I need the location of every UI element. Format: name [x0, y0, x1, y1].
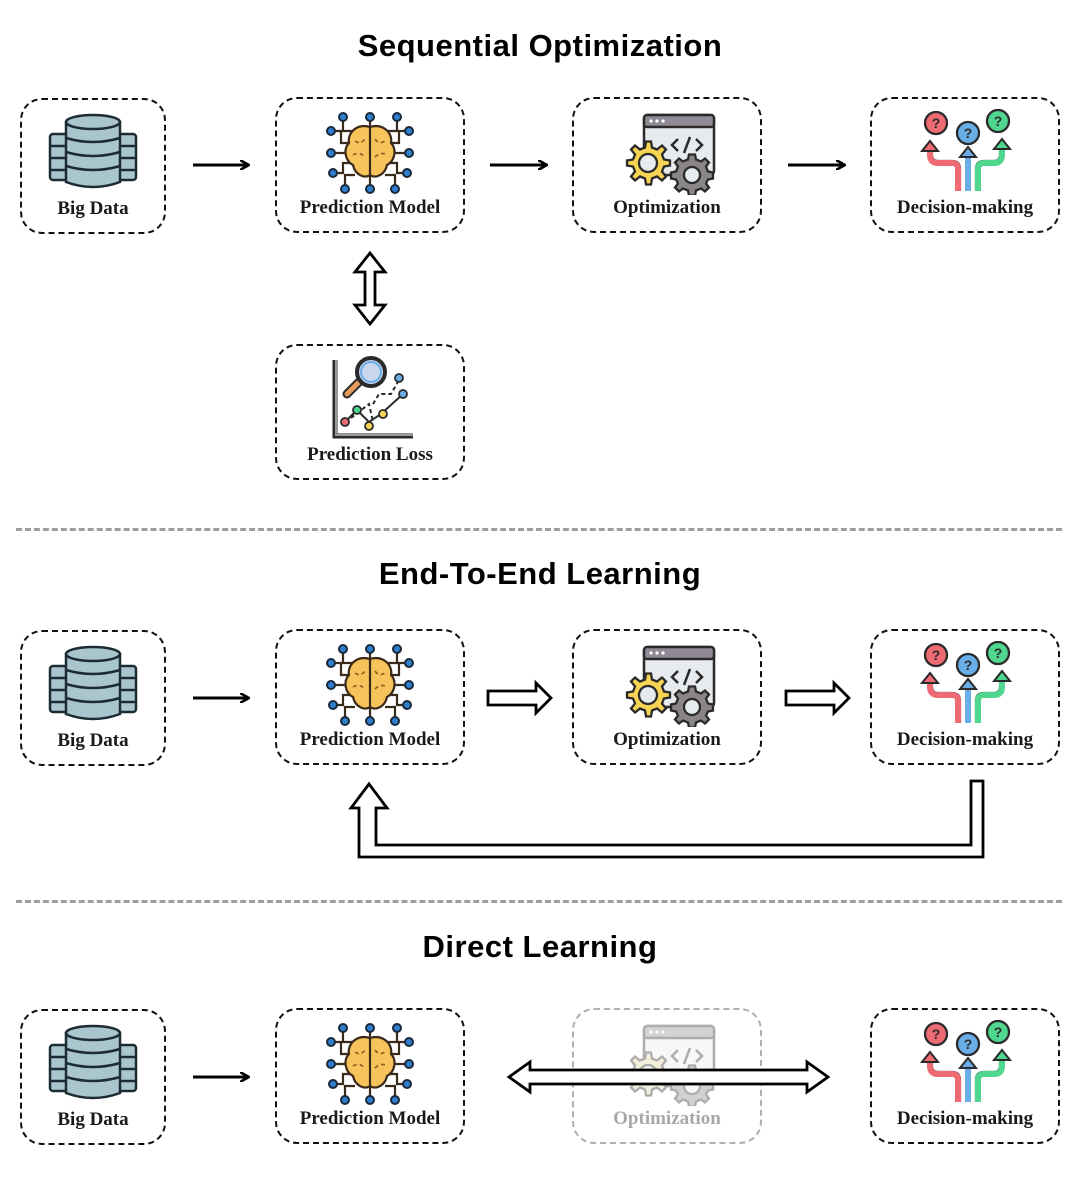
node-label: Decision-making — [896, 1108, 1034, 1129]
hollow-arrow-optimization-to-decision — [784, 679, 851, 717]
node-label: Optimization — [613, 729, 721, 750]
code-window-gears-icon — [625, 645, 716, 727]
question-branches-icon — [916, 1020, 1014, 1106]
section-title-sequential-optimization: Sequential Optimization — [357, 28, 723, 63]
node-prediction-model: Prediction Model — [275, 97, 465, 233]
node-prediction-model: Prediction Model — [275, 1008, 465, 1144]
node-optimization: Optimization — [572, 629, 762, 765]
node-prediction-model: Prediction Model — [275, 629, 465, 765]
section-title-direct-learning: Direct Learning — [422, 929, 658, 964]
node-big-data: Big Data — [20, 630, 166, 766]
brain-circuit-icon — [325, 643, 415, 727]
double-arrow-model-loss — [352, 250, 388, 327]
code-window-gears-icon — [625, 1024, 716, 1106]
feedback-arrow-decision-to-model — [348, 779, 985, 859]
node-label: Prediction Loss — [307, 444, 433, 465]
node-label: Decision-making — [896, 729, 1034, 750]
database-icon — [48, 113, 138, 189]
node-optimization: Optimization — [572, 97, 762, 233]
brain-circuit-icon — [325, 1022, 415, 1106]
question-branches-icon — [916, 109, 1014, 195]
node-label: Big Data — [57, 1109, 129, 1130]
node-label: Optimization — [613, 197, 721, 218]
node-big-data: Big Data — [20, 1009, 166, 1145]
node-label: Big Data — [57, 730, 129, 751]
node-label: Decision-making — [896, 197, 1034, 218]
node-optimization-faded: Optimization — [572, 1008, 762, 1144]
section-title-end-to-end-learning: End-To-End Learning — [378, 556, 702, 591]
brain-circuit-icon — [325, 111, 415, 195]
node-prediction-loss: Prediction Loss — [275, 344, 465, 480]
node-label: Optimization — [613, 1108, 721, 1129]
database-icon — [48, 645, 138, 721]
node-label: Prediction Model — [299, 729, 441, 750]
chart-magnifier-icon — [321, 356, 419, 442]
node-label: Prediction Model — [299, 1108, 441, 1129]
section-separator — [16, 528, 1062, 531]
question-branches-icon — [916, 641, 1014, 727]
section-separator — [16, 900, 1062, 903]
node-big-data: Big Data — [20, 98, 166, 234]
database-icon — [48, 1024, 138, 1100]
node-decision-making: Decision-making — [870, 97, 1060, 233]
hollow-arrow-model-to-optimization — [486, 679, 553, 717]
node-decision-making: Decision-making — [870, 629, 1060, 765]
node-decision-making: Decision-making — [870, 1008, 1060, 1144]
node-label: Prediction Model — [299, 197, 441, 218]
node-label: Big Data — [57, 198, 129, 219]
code-window-gears-icon — [625, 113, 716, 195]
